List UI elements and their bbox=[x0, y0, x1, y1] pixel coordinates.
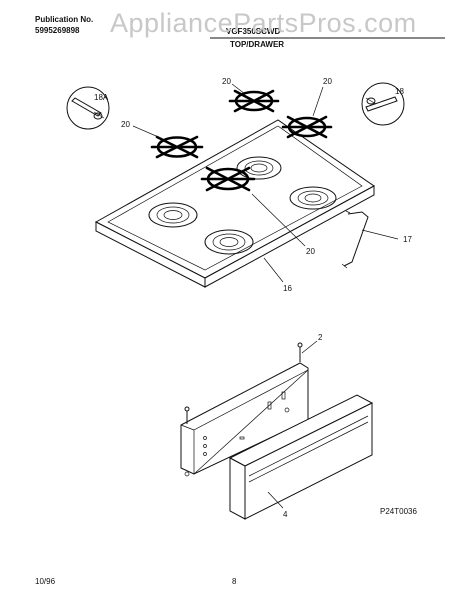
burner-bowl bbox=[148, 202, 198, 228]
callout-grate-20: 20 bbox=[323, 77, 332, 86]
callout-grate-20: 20 bbox=[121, 120, 130, 129]
bracket-18-detail: 18 bbox=[361, 82, 405, 126]
watermark: AppliancePartsPros.com bbox=[110, 8, 417, 38]
drawer-front bbox=[228, 394, 374, 520]
burner-grate bbox=[228, 89, 280, 113]
callout-top-16: 16 bbox=[283, 284, 292, 293]
page-number: 8 bbox=[232, 577, 237, 586]
burner-bowl bbox=[289, 186, 337, 210]
support-rod: 17 bbox=[341, 210, 412, 269]
callout-bracket-18a: 18A bbox=[94, 93, 109, 102]
callout-screw-2: 2 bbox=[318, 333, 323, 342]
section-title: TOP/DRAWER bbox=[230, 40, 284, 49]
callout-grate-20: 20 bbox=[222, 77, 231, 86]
callout-rod-17: 17 bbox=[403, 235, 412, 244]
callout-drawer-front-4: 4 bbox=[283, 510, 288, 519]
publication-label: Publication No. bbox=[35, 15, 93, 24]
burner-bowl bbox=[236, 156, 282, 180]
model-number: VGF350SCWD bbox=[226, 27, 280, 36]
cooktop-top bbox=[94, 119, 375, 288]
callout-grate-20: 20 bbox=[306, 247, 315, 256]
burner-grate bbox=[150, 135, 204, 159]
callout-bracket-18: 18 bbox=[395, 87, 404, 96]
burner-grate bbox=[281, 115, 333, 139]
burner-bowl bbox=[204, 229, 254, 255]
burner-grate bbox=[200, 166, 256, 192]
figure-code: P24T0036 bbox=[380, 507, 417, 516]
publication-number: 5995269898 bbox=[35, 26, 80, 35]
footer-date: 10/96 bbox=[35, 577, 56, 586]
bracket-18a-detail: 18A bbox=[66, 86, 110, 130]
